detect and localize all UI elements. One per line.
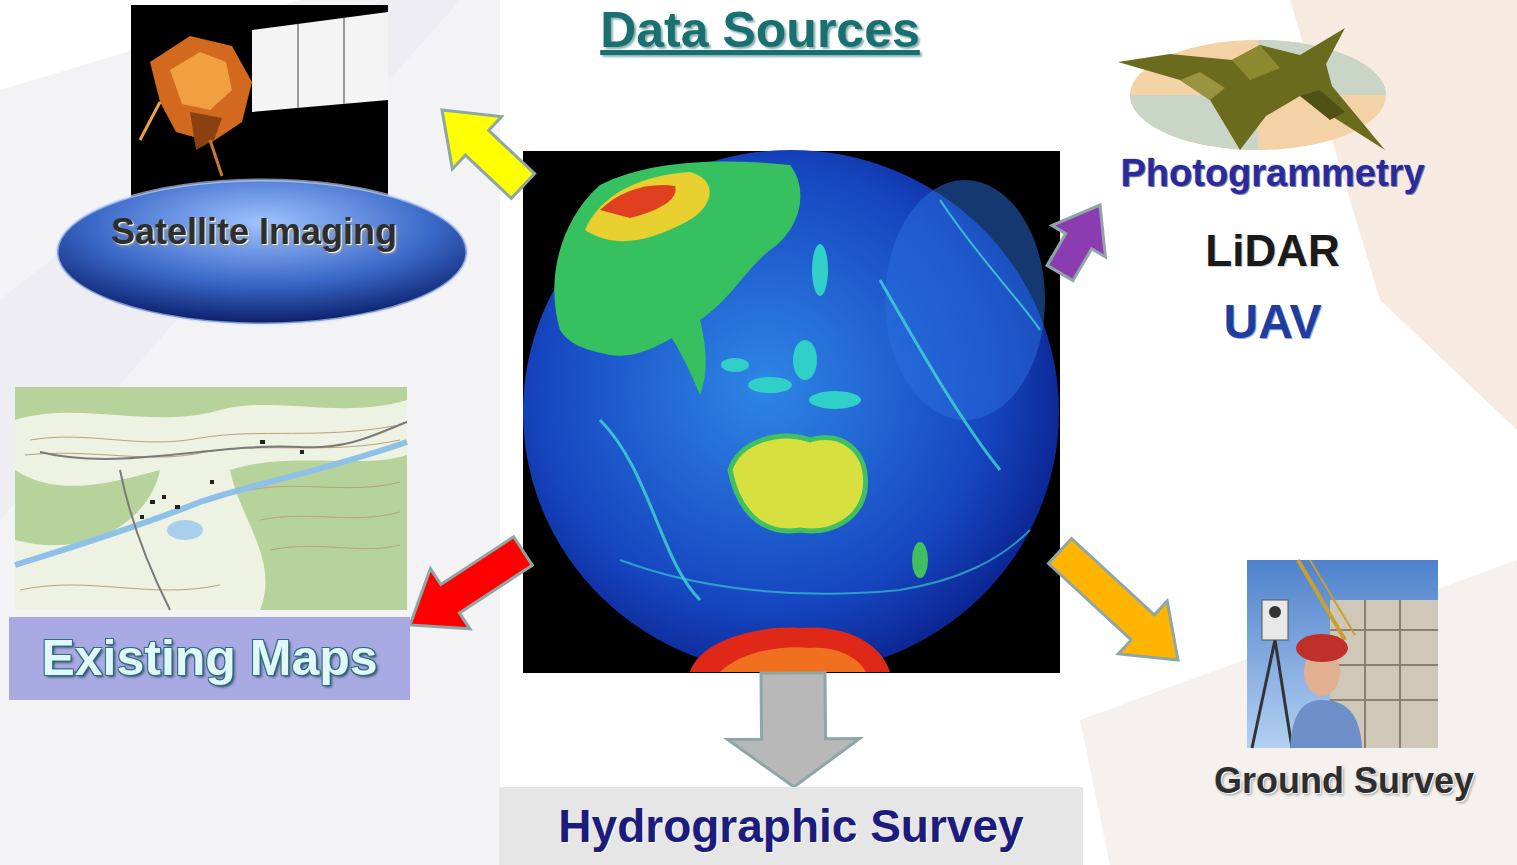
globe-picture-part	[748, 377, 792, 393]
aerial-sources-node: PhotogrammetryLiDAR UAV	[1100, 20, 1445, 349]
satellite-picture-part	[252, 12, 388, 112]
node-label: Satellite Imaging	[66, 211, 442, 252]
surveyor-picture-part	[1296, 634, 1348, 662]
diagram-title: Data Sources	[600, 2, 920, 60]
globe-picture-part	[793, 340, 817, 380]
hydrographic-box: Hydrographic Survey	[499, 787, 1083, 865]
globe-picture-part	[523, 151, 1060, 673]
block-arrow	[728, 673, 860, 787]
block-arrow	[410, 537, 532, 629]
topographic-map-picture-part	[40, 422, 407, 459]
globe-picture-part	[721, 358, 749, 372]
surveyor-picture-part	[1275, 640, 1292, 748]
satellite-picture-part	[57, 180, 467, 324]
topographic-map-picture-part	[15, 442, 407, 565]
globe-picture-part	[730, 436, 866, 531]
globe-picture-part	[620, 530, 1030, 594]
satellite-picture-part	[57, 180, 467, 324]
background-part	[0, 0, 500, 865]
ground-survey-node: Ground Survey	[1178, 560, 1510, 801]
satellite-picture-part	[343, 18, 345, 104]
topographic-map-picture-part	[260, 512, 400, 520]
globe-picture-part	[690, 627, 890, 672]
topographic-map-picture-part	[15, 387, 407, 420]
block-arrow	[1047, 205, 1105, 281]
satellite-picture-part	[190, 112, 222, 150]
node-sublabel: UAV	[1100, 294, 1445, 349]
surveyor-picture-part	[1330, 699, 1438, 701]
globe-picture-part	[812, 244, 828, 296]
topographic-map-picture-part	[140, 515, 144, 519]
surveyor-picture-part	[1290, 700, 1362, 748]
aircraft-picture-part	[1118, 28, 1385, 150]
topographic-map-picture-part	[210, 480, 214, 484]
globe-picture-part	[523, 150, 1059, 674]
globe-picture	[523, 150, 1060, 674]
topographic-map-picture-part	[175, 505, 180, 509]
existing-maps-node: Existing Maps	[9, 387, 410, 700]
satellite-picture-part	[297, 24, 299, 108]
satellite-picture	[57, 5, 467, 324]
surveyor-picture-part	[1247, 560, 1438, 748]
node-label: Hydrographic Survey	[558, 800, 1023, 853]
satellite-node: Satellite Imaging	[66, 5, 442, 252]
globe-picture-part	[660, 320, 706, 395]
node-label: Photogrammetry	[1100, 152, 1445, 196]
topographic-map-picture-part	[15, 387, 407, 610]
aircraft-picture	[1118, 28, 1386, 150]
aircraft-picture-part	[1180, 72, 1225, 100]
satellite-picture-part	[140, 102, 160, 140]
globe-picture-part	[940, 200, 1040, 330]
topographic-map-picture-part	[120, 470, 170, 610]
title-row: Data Sources	[0, 0, 1517, 60]
surveyor-picture-part	[1262, 600, 1288, 640]
topographic-map-picture	[15, 387, 407, 610]
satellite-picture-part	[131, 5, 388, 202]
surveyor-picture-part	[1330, 629, 1438, 631]
globe-picture-part	[720, 647, 866, 672]
globe-picture-part	[912, 542, 928, 578]
topographic-map-picture-part	[167, 520, 203, 540]
topographic-map-picture-part	[260, 440, 265, 444]
aircraft-picture-part	[1232, 45, 1280, 80]
surveyor-picture-part	[1298, 560, 1345, 640]
node-label: Existing Maps	[9, 617, 410, 700]
surveyor-picture-part	[1364, 600, 1366, 748]
topographic-map-picture-part	[162, 495, 166, 499]
surveyor-picture-part	[1252, 640, 1275, 748]
globe-picture-part	[880, 280, 1000, 470]
node-label: Ground Survey	[1178, 760, 1510, 801]
surveyor-picture-part	[1330, 664, 1438, 666]
satellite-picture-part	[170, 52, 232, 110]
block-arrow	[1048, 539, 1178, 660]
topographic-map-picture-part	[270, 545, 400, 550]
globe-picture-part	[600, 185, 676, 218]
globe-picture-part	[885, 180, 1045, 420]
block-arrow	[442, 110, 535, 198]
topographic-map-picture-part	[300, 450, 304, 454]
topographic-map-picture-part	[20, 585, 220, 590]
surveyor-picture	[1247, 560, 1438, 748]
topographic-map-picture-part	[30, 425, 400, 442]
aircraft-picture-part	[1300, 90, 1345, 120]
node-sublabel: LiDAR	[1100, 226, 1445, 277]
surveyor-picture-part	[1399, 600, 1401, 748]
topographic-map-picture-part	[230, 455, 407, 610]
surveyor-picture-part	[1269, 606, 1281, 618]
topographic-map-picture-part	[150, 500, 155, 504]
satellite-picture-part	[210, 140, 222, 176]
globe-node	[523, 151, 1060, 673]
surveyor-picture-part	[1310, 560, 1355, 635]
globe-picture-part	[585, 172, 710, 241]
globe-picture-part	[809, 391, 861, 409]
globe-picture-part	[600, 420, 700, 600]
topographic-map-picture-part	[25, 440, 400, 457]
